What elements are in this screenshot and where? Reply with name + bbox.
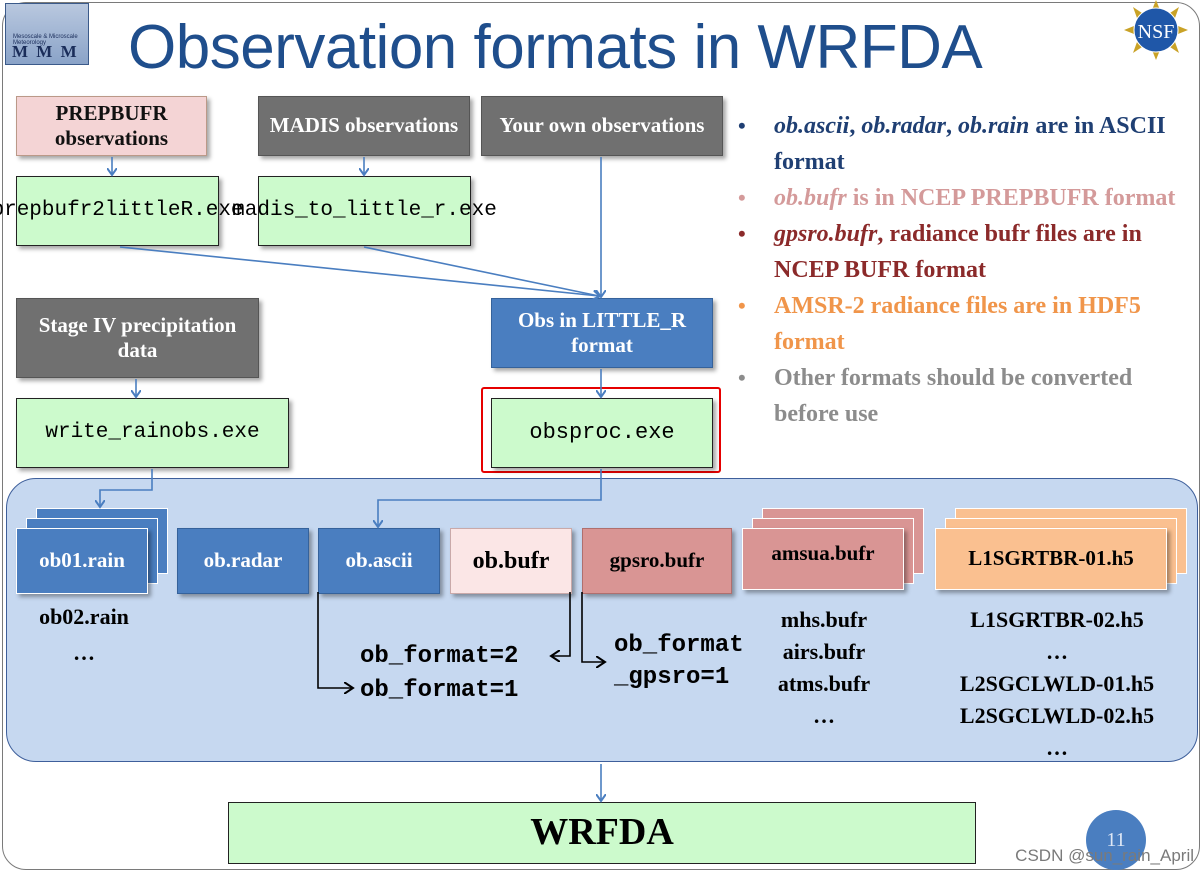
h5-file-item: L1SGRTBR-02.h5 bbox=[970, 607, 1144, 632]
bullet-dot: • bbox=[738, 221, 746, 246]
format-note-text: , radiance bufr files are in NCEP BUFR f… bbox=[774, 221, 1142, 283]
radiance-file-list: mhs.bufr airs.bufr atms.bufr … bbox=[744, 604, 904, 732]
mmm-logo-subtitle: Mesoscale & Microscale Meteorology bbox=[13, 34, 78, 46]
format-note-4: • AMSR-2 radiance files are in HDF5 forma… bbox=[738, 288, 1198, 360]
format-note-text: ob.rain bbox=[958, 113, 1030, 139]
arrow-obsproc-to-ob-ascii bbox=[378, 469, 602, 526]
ob-format-gpsro-line2: _gpsro=1 bbox=[614, 664, 730, 691]
arrow-rainobs-to-rain-files bbox=[100, 469, 153, 506]
ob-radar-box: ob.radar bbox=[177, 528, 309, 594]
madis-to-little-r-tool-box: madis_to_little_r.exe bbox=[232, 176, 497, 246]
h5-file-item: … bbox=[1046, 735, 1068, 760]
format-note-2: • ob.bufr is in NCEP PREPBUFR format bbox=[738, 180, 1198, 216]
arrow-prepbufr-tool-to-little-r bbox=[119, 246, 599, 296]
own-observations-box: Your own observations bbox=[481, 96, 723, 156]
watermark: CSDN @sun_rain_April bbox=[1015, 846, 1194, 865]
format-note-text: , bbox=[946, 113, 959, 139]
arrow-madis-tool-to-little-r bbox=[363, 246, 599, 296]
wrfda-box: WRFDA bbox=[228, 802, 976, 864]
radiance-file-item: atms.bufr bbox=[777, 671, 871, 696]
nsf-logo: NSF bbox=[1118, 0, 1194, 60]
l1sgrtbr-01-box: L1SGRTBR-01.h5 bbox=[935, 528, 1167, 590]
arrow-gpsro-to-format-gpsro bbox=[581, 592, 604, 662]
ob-bufr-box: ob.bufr bbox=[450, 528, 572, 594]
format-note-text: ob.ascii bbox=[774, 113, 850, 139]
mmm-logo: Mesoscale & Microscale Meteorology M M M bbox=[5, 3, 89, 65]
format-note-text: gpsro.bufr bbox=[774, 221, 878, 247]
ob-ascii-box: ob.ascii bbox=[318, 528, 440, 594]
obs-in-little-r-box: Obs in LITTLE_R format bbox=[491, 298, 713, 368]
radiance-file-item: airs.bufr bbox=[782, 639, 866, 664]
arrow-ascii-to-format1 bbox=[317, 592, 352, 688]
format-note-1: • ob.ascii, ob.radar, ob.rain are in ASCI… bbox=[738, 108, 1198, 180]
page-number-badge: 11 bbox=[1086, 810, 1146, 870]
bullet-dot: • bbox=[738, 365, 746, 390]
h5-file-item: … bbox=[1046, 639, 1068, 664]
format-note-text: ob.bufr bbox=[774, 185, 847, 211]
prepbufr-observations-box: PREPBUFR observations bbox=[16, 96, 207, 156]
bullet-dot: • bbox=[738, 113, 746, 138]
mmm-logo-text: M M M bbox=[12, 42, 79, 61]
bullet-dot: • bbox=[738, 293, 746, 318]
rain-more-label: … bbox=[73, 640, 95, 665]
ob-format-gpsro-line1: ob_format bbox=[614, 632, 744, 659]
format-note-text: Other formats should be converted before… bbox=[774, 365, 1133, 427]
format-note-5: • Other formats should be converted befor… bbox=[738, 360, 1198, 432]
madis-observations-box: MADIS observations bbox=[258, 96, 470, 156]
ob-format-1-label: ob_format=1 bbox=[360, 677, 519, 704]
format-note-3: • gpsro.bufr, radiance bufr files are in … bbox=[738, 216, 1198, 288]
format-notes-list: • ob.ascii, ob.radar, ob.rain are in ASCI… bbox=[738, 108, 1198, 432]
radiance-file-item: … bbox=[813, 703, 835, 728]
format-note-text: is in NCEP PREPBUFR format bbox=[846, 185, 1176, 211]
write-rainobs-tool-box: write_rainobs.exe bbox=[16, 398, 289, 468]
format-note-text: AMSR-2 radiance files are in HDF5 format bbox=[774, 293, 1141, 355]
stage-iv-precipitation-box: Stage IV precipitation data bbox=[16, 298, 259, 378]
format-note-text: ob.radar bbox=[861, 113, 947, 139]
h5-file-item: L2SGCLWLD-02.h5 bbox=[959, 703, 1155, 728]
prepbufr2littler-tool-box: prepbufr2littleR.exe bbox=[0, 176, 244, 246]
ob01-rain-box: ob01.rain bbox=[16, 528, 148, 594]
gpsro-bufr-box: gpsro.bufr bbox=[582, 528, 732, 594]
ob-format-2-label: ob_format=2 bbox=[360, 643, 519, 670]
format-note-text: , bbox=[849, 113, 862, 139]
bullet-dot: • bbox=[738, 185, 746, 210]
nsf-logo-text: NSF bbox=[1138, 21, 1175, 43]
amsua-bufr-box: amsua.bufr bbox=[742, 528, 904, 590]
h5-file-item: L2SGCLWLD-01.h5 bbox=[959, 671, 1155, 696]
page-title: Observation formats in WRFDA bbox=[128, 13, 983, 82]
radiance-file-item: mhs.bufr bbox=[780, 607, 868, 632]
format-note-text: are in ASCII format bbox=[774, 113, 1166, 175]
arrow-bufr-to-format2 bbox=[552, 592, 571, 656]
ob02-rain-label: ob02.rain bbox=[39, 604, 129, 629]
